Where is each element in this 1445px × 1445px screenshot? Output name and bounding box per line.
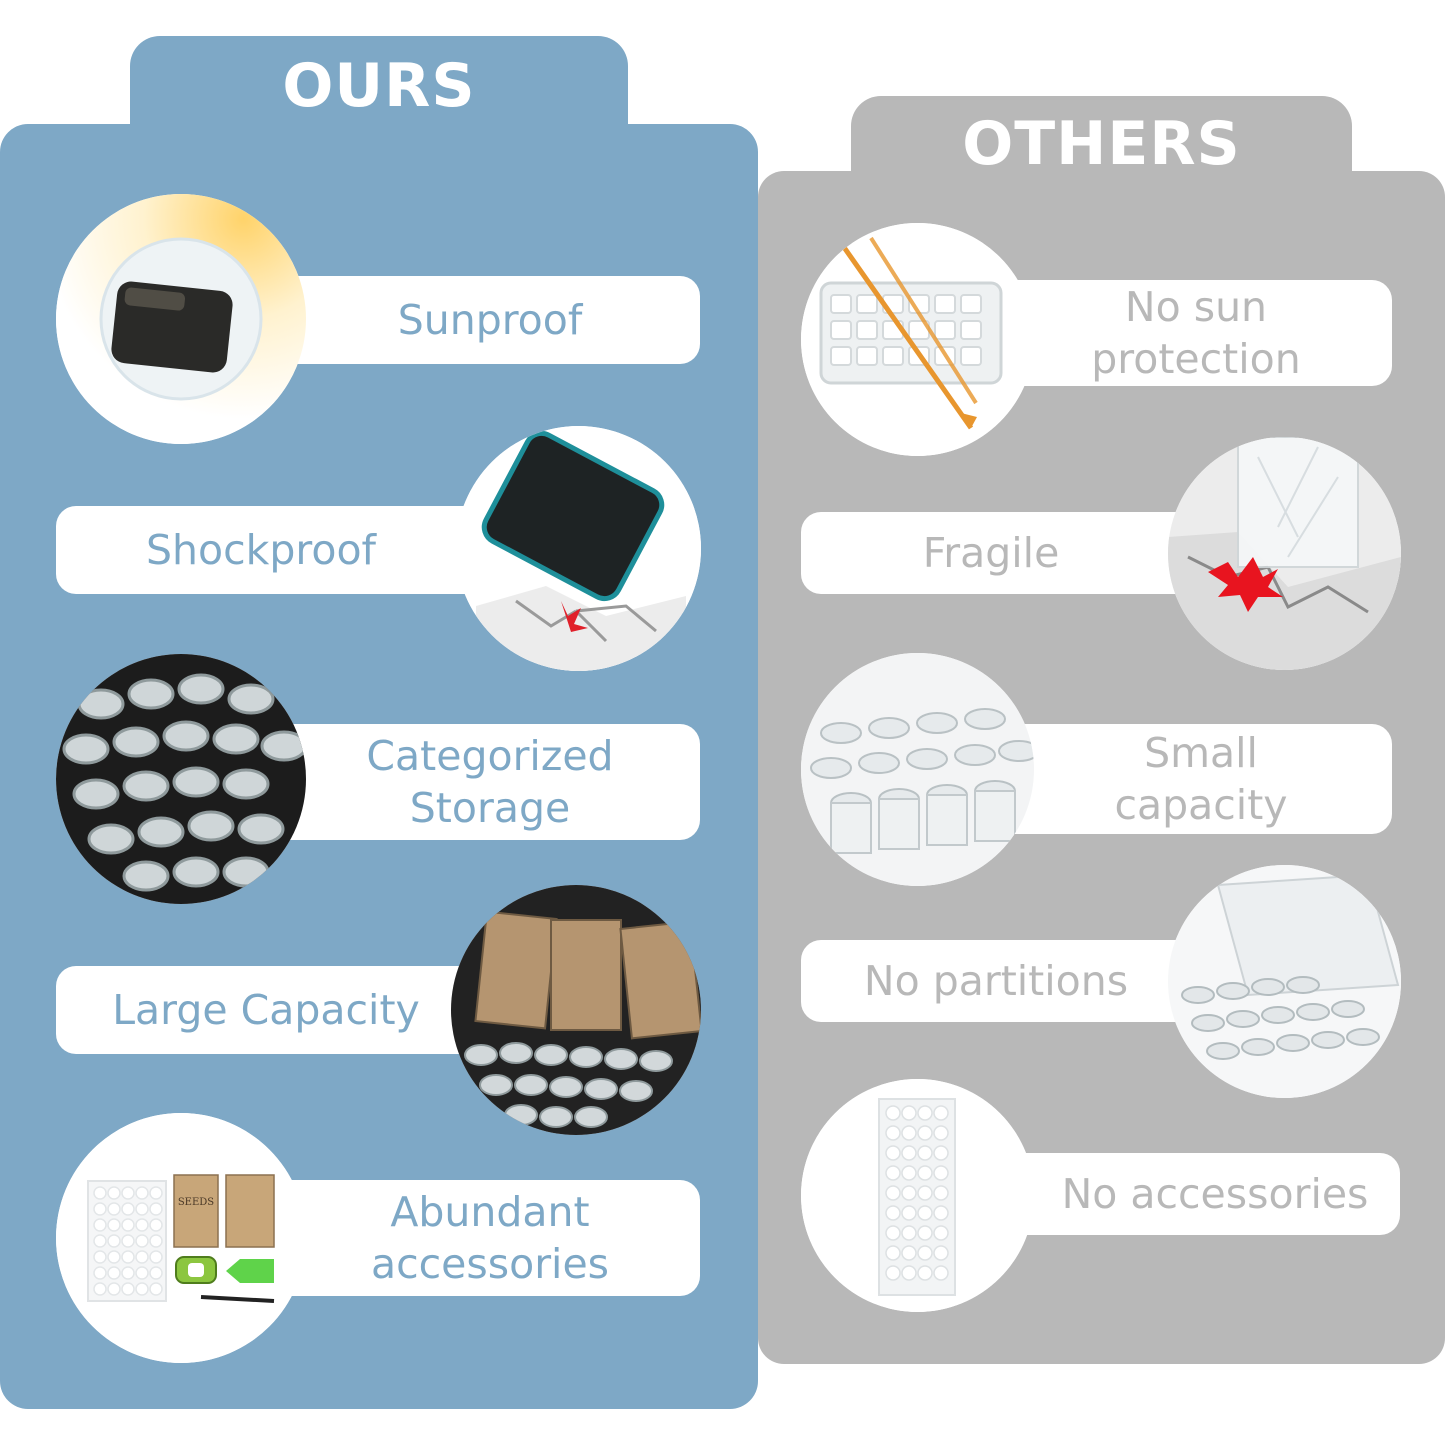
feature-label-capacity: capacity <box>1114 781 1288 829</box>
feature-pill-large-capacity: Large Capacity <box>56 966 526 1054</box>
feature-label-large-capacity: Large Capacity <box>112 986 420 1034</box>
feature-label-accessories: accessories <box>370 1240 610 1288</box>
no-partitions-image <box>1168 865 1401 1098</box>
feature-pill-shockproof: Shockproof <box>56 506 526 594</box>
feature-label-no-sun: No sun <box>1124 283 1268 331</box>
feature-pill-no-accessories: No accessories <box>960 1153 1400 1235</box>
feature-pill-categorized-storage: Categorized Storage <box>240 724 700 840</box>
categorized-storage-image <box>56 654 306 904</box>
sunproof-image <box>56 194 306 444</box>
feature-label-categorized: Categorized <box>366 732 614 780</box>
feature-pill-abundant-accessories: Abundant accessories <box>240 1180 700 1296</box>
small-capacity-image <box>801 653 1034 886</box>
no-sun-protection-image <box>801 223 1034 456</box>
others-heading: OTHERS <box>962 109 1241 179</box>
feature-label-protection: protection <box>1091 335 1301 383</box>
large-capacity-image <box>451 885 701 1135</box>
shockproof-image <box>456 426 701 671</box>
feature-label-fragile: Fragile <box>922 529 1060 577</box>
feature-label-sunproof: Sunproof <box>397 296 583 344</box>
ours-heading: OURS <box>282 51 476 121</box>
seed-packet-text: SEEDS <box>178 1197 214 1208</box>
no-accessories-image <box>801 1079 1034 1312</box>
feature-pill-sunproof: Sunproof <box>240 276 700 364</box>
feature-label-abundant: Abundant <box>390 1188 590 1236</box>
feature-pill-fragile: Fragile <box>801 512 1221 594</box>
feature-pill-no-partitions: No partitions <box>801 940 1231 1022</box>
feature-label-no-accessories: No accessories <box>1061 1170 1369 1218</box>
feature-label-shockproof: Shockproof <box>146 526 376 574</box>
feature-label-small: Small <box>1144 729 1258 777</box>
feature-label-no-partitions: No partitions <box>863 957 1129 1005</box>
feature-label-storage: Storage <box>409 784 571 832</box>
fragile-image <box>1168 437 1401 670</box>
accessories-image: SEEDS <box>56 1113 306 1363</box>
